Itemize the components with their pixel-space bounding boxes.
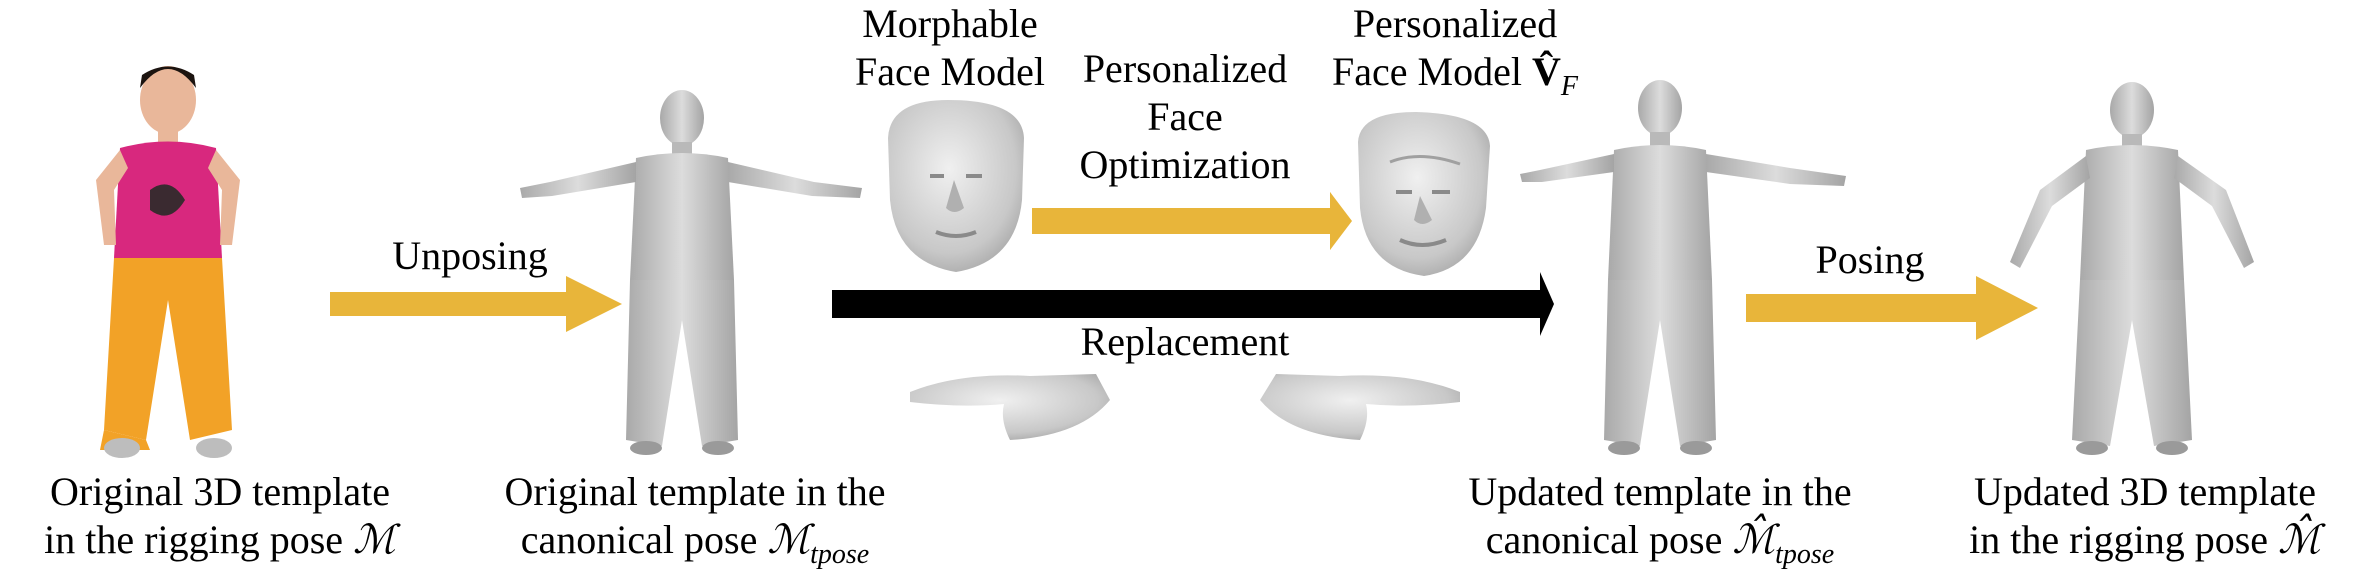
- caption3-symbol: ℳ̂: [1732, 517, 1776, 562]
- optimization-line2: Face: [1147, 94, 1223, 139]
- personalized-model-text: Face Model: [1332, 49, 1522, 94]
- caption1-symbol: ℳ: [353, 517, 396, 562]
- caption2-text: canonical pose: [520, 517, 758, 562]
- unposing-label: Unposing: [392, 233, 548, 278]
- optimization-line1: Personalized: [1082, 46, 1288, 91]
- arrow-unposing: [330, 276, 622, 332]
- caption2-line1: Original template in the: [504, 469, 886, 514]
- personalized-model-symbol: V̂: [1531, 49, 1561, 94]
- caption4-symbol: ℳ̂: [2278, 517, 2321, 562]
- caption3-line1: Updated template in the: [1468, 469, 1852, 514]
- morphable-face-model-title: Morphable Face Model: [820, 0, 1080, 96]
- caption-updated-rigging: Updated 3D template in the rigging pose …: [1930, 468, 2360, 564]
- original-textured-figure: [96, 66, 240, 458]
- morphable-title-line1: Morphable: [862, 1, 1038, 46]
- caption1-line2: in the rigging pose ℳ: [0, 516, 440, 564]
- personalized-model-line1: Personalized: [1352, 1, 1558, 46]
- caption3-sub: tpose: [1775, 539, 1835, 570]
- caption4-line1: Updated 3D template: [1973, 469, 2317, 514]
- morphable-title-line2: Face Model: [855, 49, 1045, 94]
- personalized-model-sub: F: [1560, 71, 1578, 102]
- caption2-symbol: ℳ: [767, 517, 811, 562]
- arrow-replacement: [832, 272, 1554, 336]
- personalized-face-optimization-label: Personalized Face Optimization: [1050, 45, 1320, 189]
- caption2-sub: tpose: [810, 539, 870, 570]
- caption1-text: in the rigging pose: [44, 517, 344, 562]
- updated-rigging-mesh: [2010, 82, 2254, 455]
- caption3-text: canonical pose: [1485, 517, 1723, 562]
- caption4-text: in the rigging pose: [1969, 517, 2269, 562]
- caption2-line2: canonical pose ℳtpose: [455, 516, 935, 579]
- hand-right-mesh: [1260, 374, 1460, 440]
- caption-original-canonical: Original template in the canonical pose …: [455, 468, 935, 579]
- caption3-line2: canonical pose ℳ̂tpose: [1420, 516, 1900, 579]
- personalized-face-model-title: Personalized Face Model V̂F: [1305, 0, 1605, 111]
- replacement-label: Replacement: [1080, 319, 1290, 364]
- caption-original-rigging: Original 3D template in the rigging pose…: [0, 468, 440, 564]
- optimization-line3: Optimization: [1079, 142, 1291, 187]
- arrow-posing: [1746, 276, 2038, 340]
- caption4-line2: in the rigging pose ℳ̂: [1930, 516, 2360, 564]
- personalized-model-line2: Face Model V̂F: [1305, 48, 1605, 111]
- original-canonical-mesh: [520, 90, 862, 455]
- arrow-face-optimization: [1032, 192, 1352, 250]
- posing-label: Posing: [1815, 237, 1925, 282]
- personalized-face-model: [1358, 112, 1490, 276]
- morphable-face-model: [888, 100, 1024, 272]
- caption1-line1: Original 3D template: [50, 469, 390, 514]
- hand-left-mesh: [910, 374, 1110, 440]
- caption-updated-canonical: Updated template in the canonical pose ℳ…: [1420, 468, 1900, 579]
- updated-canonical-mesh: [1520, 80, 1846, 455]
